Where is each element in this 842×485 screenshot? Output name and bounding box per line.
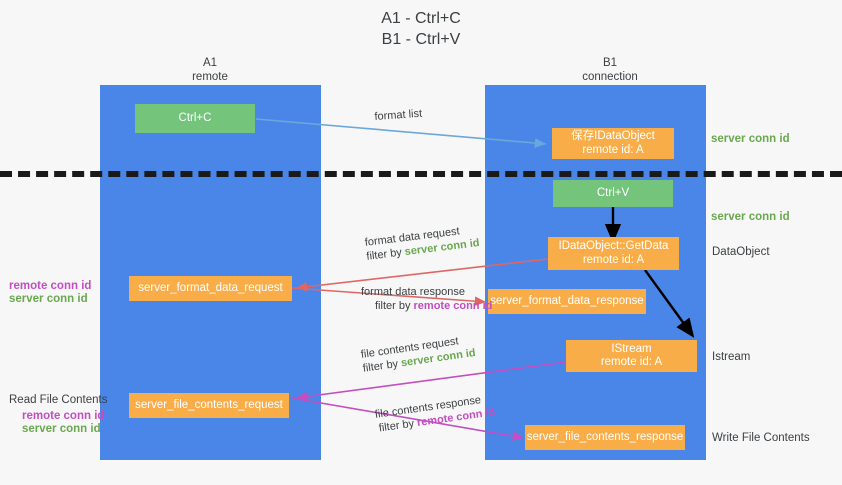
caption-format-list: format list — [374, 107, 423, 124]
lane-b1-sub: connection — [582, 70, 638, 83]
filter-prefix: filter by — [362, 357, 402, 375]
node-ctrl-v[interactable]: Ctrl+V — [553, 180, 673, 207]
lane-b1-name: B1 — [602, 57, 618, 69]
node-server-format-data-request[interactable]: server_format_data_request — [129, 276, 292, 301]
node-server-format-data-response[interactable]: server_format_data_response — [488, 289, 646, 314]
caption-file-contents-response: file contents response filter by remote … — [374, 391, 496, 435]
node-save-idataobject-line2: remote id: A — [582, 143, 644, 156]
node-idataobject-getdata[interactable]: IDataObject::GetData remote id: A — [548, 237, 679, 270]
annotation-remote-conn-id-1: remote conn id — [9, 280, 92, 292]
node-ctrl-v-label: Ctrl+V — [596, 186, 630, 199]
lane-a1-sub: remote — [192, 70, 228, 83]
node-getdata-line1: IDataObject::GetData — [558, 240, 669, 252]
lane-a1-name: A1 — [202, 57, 218, 69]
annotation-server-conn-id-top: server conn id — [711, 133, 790, 145]
annotation-server-conn-id-2: server conn id — [22, 423, 101, 435]
node-save-idataobject-line1: 保存IDataObject — [571, 130, 655, 142]
node-server-file-contents-request-label: server_file_contents_request — [135, 398, 283, 411]
filter-value-remote-conn-id: remote conn id — [413, 300, 493, 312]
node-istream[interactable]: IStream remote id: A — [566, 340, 697, 372]
caption-format-data-response-filter: filter by remote conn id — [361, 299, 492, 313]
node-server-file-contents-request[interactable]: server_file_contents_request — [129, 393, 289, 418]
node-getdata-line2: remote id: A — [582, 253, 645, 266]
annotation-dataobject: DataObject — [712, 246, 770, 258]
caption-format-data-response-text: format data response — [361, 286, 465, 298]
annotation-read-file-contents: Read File Contents — [9, 394, 108, 406]
filter-prefix: filter by — [378, 417, 418, 435]
lane-header-b1: B1 connection — [530, 57, 690, 84]
node-istream-line1: IStream — [611, 342, 652, 355]
node-server-file-contents-response[interactable]: server_file_contents_response — [525, 425, 685, 450]
dashed-divider — [0, 171, 842, 177]
node-server-file-contents-response-label: server_file_contents_response — [526, 430, 684, 443]
annotation-istream: Istream — [712, 351, 751, 363]
node-ctrl-c[interactable]: Ctrl+C — [135, 104, 255, 133]
annotation-server-conn-id-mid: server conn id — [711, 211, 790, 223]
annotation-remote-conn-id-2: remote conn id — [22, 410, 105, 422]
annotation-server-conn-id-1: server conn id — [9, 293, 88, 305]
node-ctrl-c-label: Ctrl+C — [178, 111, 212, 124]
page-title: A1 - Ctrl+C B1 - Ctrl+V — [0, 8, 842, 50]
node-istream-line2: remote id: A — [600, 356, 663, 368]
caption-format-data-response: format data response filter by remote co… — [361, 285, 492, 313]
node-server-format-data-request-label: server_format_data_request — [138, 281, 283, 294]
title-line-2: B1 - Ctrl+V — [381, 31, 461, 48]
caption-file-contents-request: file contents request filter by server c… — [360, 332, 477, 376]
caption-format-list-text: format list — [374, 107, 423, 123]
caption-format-data-request: format data request filter by server con… — [364, 222, 480, 264]
lane-header-a1: A1 remote — [130, 57, 290, 84]
node-save-idataobject[interactable]: 保存IDataObject remote id: A — [552, 128, 674, 159]
filter-prefix: filter by — [365, 246, 406, 263]
node-server-format-data-response-label: server_format_data_response — [490, 294, 644, 307]
filter-prefix: filter by — [375, 300, 414, 312]
title-line-1: A1 - Ctrl+C — [381, 10, 461, 27]
annotation-write-file-contents: Write File Contents — [712, 432, 810, 444]
